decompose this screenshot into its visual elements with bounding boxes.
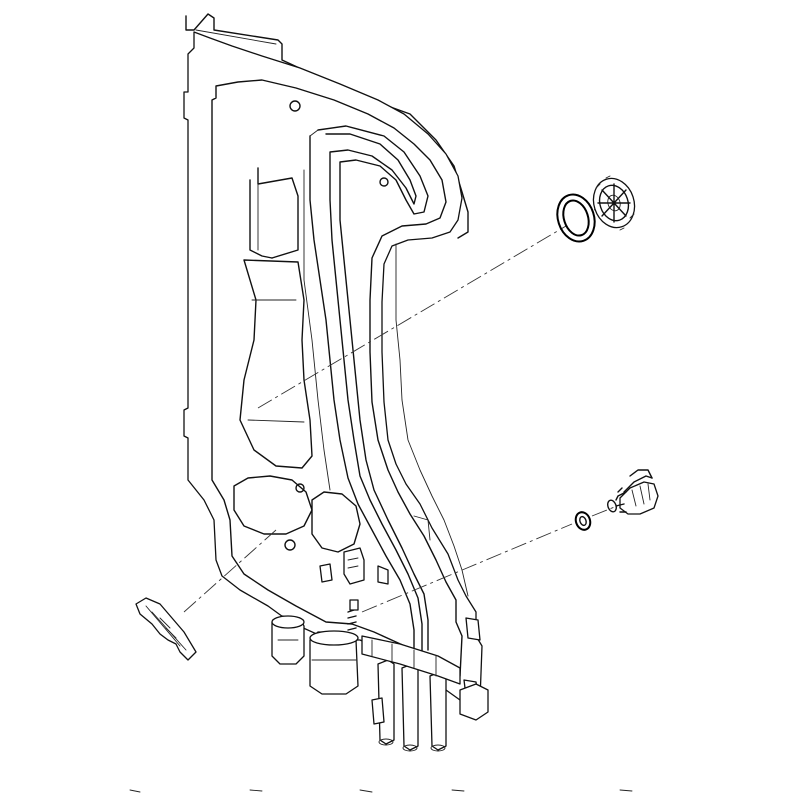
bottom-pipe-fittings xyxy=(271,599,489,752)
filter-cap xyxy=(592,175,636,231)
cropped-bottom-marks xyxy=(129,789,633,793)
small-washer xyxy=(574,511,592,531)
retaining-clip xyxy=(135,597,197,661)
drain-plug xyxy=(607,469,659,515)
assembly-center-lines xyxy=(183,199,623,613)
heat-exchanger-panel xyxy=(183,13,483,707)
o-ring xyxy=(556,193,596,243)
